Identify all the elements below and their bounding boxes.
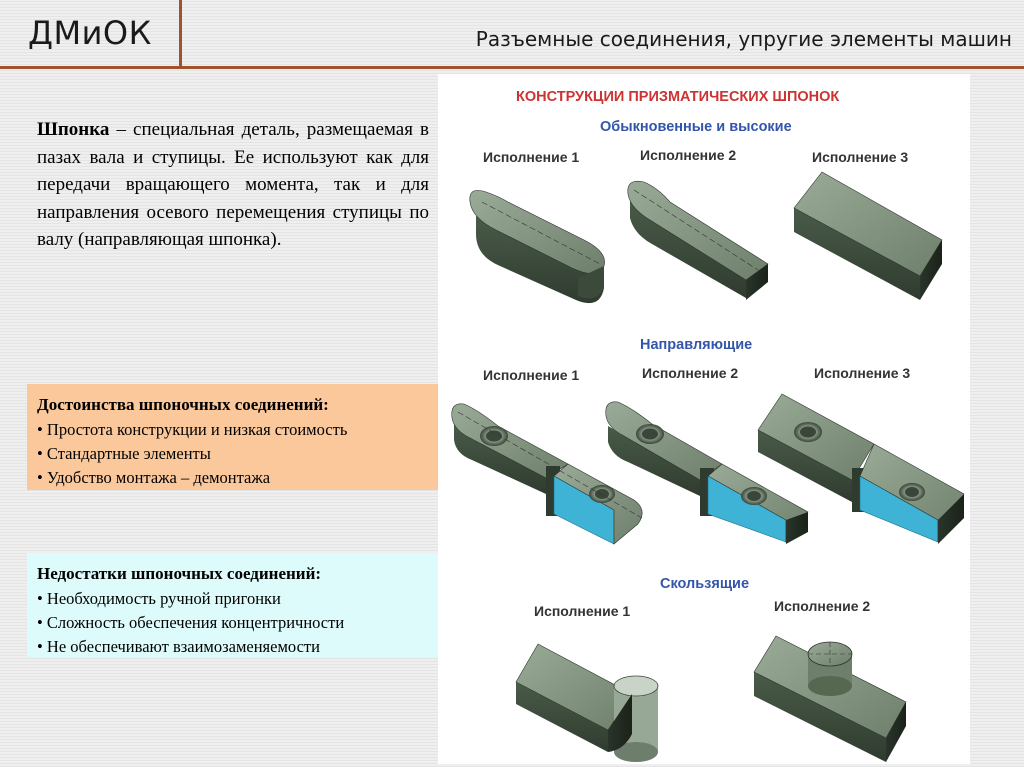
- advantages-box: Достоинства шпоночных соединений: Просто…: [27, 384, 445, 490]
- section-sliding: Скользящие: [660, 576, 749, 592]
- section-ordinary: Обыкновенные и высокие: [600, 119, 792, 135]
- ordinary-label-2: Исполнение 2: [640, 147, 736, 163]
- sliding-label-1: Исполнение 1: [534, 603, 630, 619]
- ordinary-label-3: Исполнение 3: [812, 149, 908, 165]
- sliding-key-2: [753, 635, 907, 762]
- key-definition: Шпонка – специальная деталь, размещаемая…: [37, 116, 429, 254]
- figure-title: КОНСТРУКЦИИ ПРИЗМАТИЧЕСКИХ ШПОНОК: [516, 89, 839, 105]
- list-item: Необходимость ручной пригонки: [37, 587, 435, 611]
- advantages-title: Достоинства шпоночных соединений:: [37, 395, 329, 414]
- list-item: Не обеспечивают взаимозаменяемости: [37, 635, 435, 659]
- key-types-figure: КОНСТРУКЦИИ ПРИЗМАТИЧЕСКИХ ШПОНОК Обыкно…: [438, 74, 970, 764]
- guide-key-1: [451, 403, 643, 545]
- guide-key-3: [757, 393, 965, 544]
- ordinary-key-1: [469, 190, 605, 304]
- list-item: Стандартные элементы: [37, 442, 435, 466]
- disadvantages-box: Недостатки шпоночных соединений: Необход…: [27, 553, 445, 657]
- list-item: Удобство монтажа – демонтажа: [37, 466, 435, 490]
- disadvantages-title: Недостатки шпоночных соединений:: [37, 564, 322, 583]
- header-divider-vertical: [179, 0, 182, 68]
- sliding-label-2: Исполнение 2: [774, 598, 870, 614]
- list-item: Сложность обеспечения концентричности: [37, 611, 435, 635]
- disadvantages-list: Необходимость ручной пригонки Сложность …: [37, 587, 435, 659]
- guide-label-3: Исполнение 3: [814, 365, 910, 381]
- guide-label-1: Исполнение 1: [483, 367, 579, 383]
- definition-text: – специальная деталь, размещаемая в паза…: [37, 119, 429, 250]
- guide-key-2: [605, 401, 809, 544]
- ordinary-key-3: [793, 171, 943, 300]
- ordinary-label-1: Исполнение 1: [483, 149, 579, 165]
- header-divider: [0, 66, 1024, 69]
- list-item: Простота конструкции и низкая стоимость: [37, 418, 435, 442]
- key-types-illustration: КОНСТРУКЦИИ ПРИЗМАТИЧЕСКИХ ШПОНОК Обыкно…: [451, 89, 965, 762]
- ordinary-key-2: [627, 180, 769, 300]
- sliding-key-1: [515, 643, 659, 762]
- guide-label-2: Исполнение 2: [642, 365, 738, 381]
- section-guide: Направляющие: [640, 337, 752, 353]
- definition-term: Шпонка: [37, 119, 110, 140]
- slide-topic: Разъемные соединения, упругие элементы м…: [475, 27, 1012, 51]
- advantages-list: Простота конструкции и низкая стоимость …: [37, 418, 435, 490]
- course-logo: ДМиОК: [28, 14, 152, 52]
